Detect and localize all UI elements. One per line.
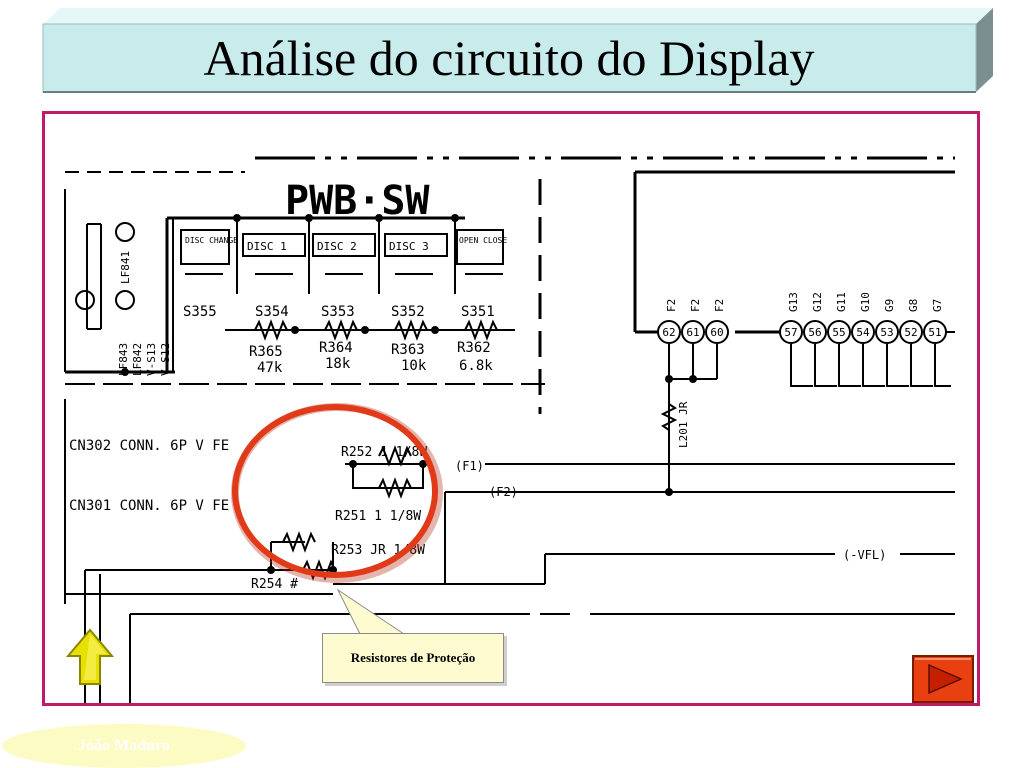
resistor-value: 10k xyxy=(401,358,427,374)
pin-label: F2 xyxy=(713,299,726,312)
switch-ref: S355 xyxy=(183,304,217,320)
pin-label: G12 xyxy=(811,292,824,312)
resistor-ref: R362 xyxy=(457,340,491,356)
callout-box: Resistores de Proteção xyxy=(322,633,504,683)
pin-label: G11 xyxy=(835,292,848,312)
play-right-icon xyxy=(912,655,974,703)
switch-ref: S353 xyxy=(321,304,355,320)
switch-ref: S352 xyxy=(391,304,425,320)
pin-number: 60 xyxy=(710,326,723,339)
switch-label-open-close: OPEN CLOSE xyxy=(459,236,507,245)
up-arrow-icon xyxy=(65,628,115,685)
board-label: PWB·SW xyxy=(285,178,430,224)
pin-label: F2 xyxy=(689,299,702,312)
connector-cn302: CN302 CONN. 6P V FE xyxy=(69,438,229,454)
pin-number: 54 xyxy=(856,326,870,339)
pin-number: 61 xyxy=(686,326,699,339)
pin-number: 57 xyxy=(784,326,797,339)
left-label: LF841 xyxy=(119,251,132,284)
next-button[interactable] xyxy=(912,655,974,703)
author-label: João Maduro xyxy=(2,724,246,768)
left-label: V-S12 xyxy=(159,343,172,376)
up-button[interactable] xyxy=(65,628,115,686)
switch-ref: S354 xyxy=(255,304,289,320)
schematic-diagram: PWB·SW DISC CHANGE DISC 1 DISC 2 DISC 3 … xyxy=(64,156,955,703)
page-title: Análise do circuito do Display xyxy=(203,30,815,86)
resistor-r251: R251 1 1/8W xyxy=(335,509,421,524)
pin-number: 56 xyxy=(808,326,821,339)
inductor-label: L201 JR xyxy=(677,401,690,448)
resistor-value: 18k xyxy=(325,356,351,372)
pin-number: 52 xyxy=(904,326,917,339)
highlight-circle xyxy=(231,403,443,583)
resistor-r252: R252 1 1/8W xyxy=(341,445,427,460)
resistor-ref: R363 xyxy=(391,342,425,358)
left-label: LF843 xyxy=(117,343,130,376)
pin-number: 53 xyxy=(880,326,893,339)
diagram-frame: PWB·SW DISC CHANGE DISC 1 DISC 2 DISC 3 … xyxy=(42,111,980,706)
resistor-value: 6.8k xyxy=(459,358,493,374)
switch-label-disc-3: DISC 3 xyxy=(389,240,429,253)
resistor-ref: R365 xyxy=(249,344,283,360)
pin-label: G7 xyxy=(931,299,944,312)
resistor-value: 47k xyxy=(257,360,283,376)
pin-number: 62 xyxy=(662,326,675,339)
switch-label-disc-1: DISC 1 xyxy=(247,240,287,253)
pin-number: 55 xyxy=(832,326,845,339)
pin-label: G10 xyxy=(859,292,872,312)
signal-f2: (F2) xyxy=(489,485,518,499)
pin-label: G8 xyxy=(907,299,920,312)
switch-label-disc-change: DISC CHANGE xyxy=(185,236,238,245)
pin-label: F2 xyxy=(665,299,678,312)
resistor-r254: R254 # xyxy=(251,577,298,592)
left-label: LF842 xyxy=(131,343,144,376)
title-bevel xyxy=(42,8,993,93)
signal-vfl: (-VFL) xyxy=(843,548,886,562)
connector-cn301: CN301 CONN. 6P V FE xyxy=(69,498,229,514)
resistor-ref: R364 xyxy=(319,340,353,356)
pin-label: G13 xyxy=(787,292,800,312)
switch-label-disc-2: DISC 2 xyxy=(317,240,357,253)
title-bar: Análise do circuito do Display xyxy=(0,0,1024,100)
left-label: V-S13 xyxy=(145,343,158,376)
pin-number: 51 xyxy=(928,326,941,339)
pin-label: G9 xyxy=(883,299,896,312)
signal-f1: (F1) xyxy=(455,459,484,473)
switch-ref: S351 xyxy=(461,304,495,320)
